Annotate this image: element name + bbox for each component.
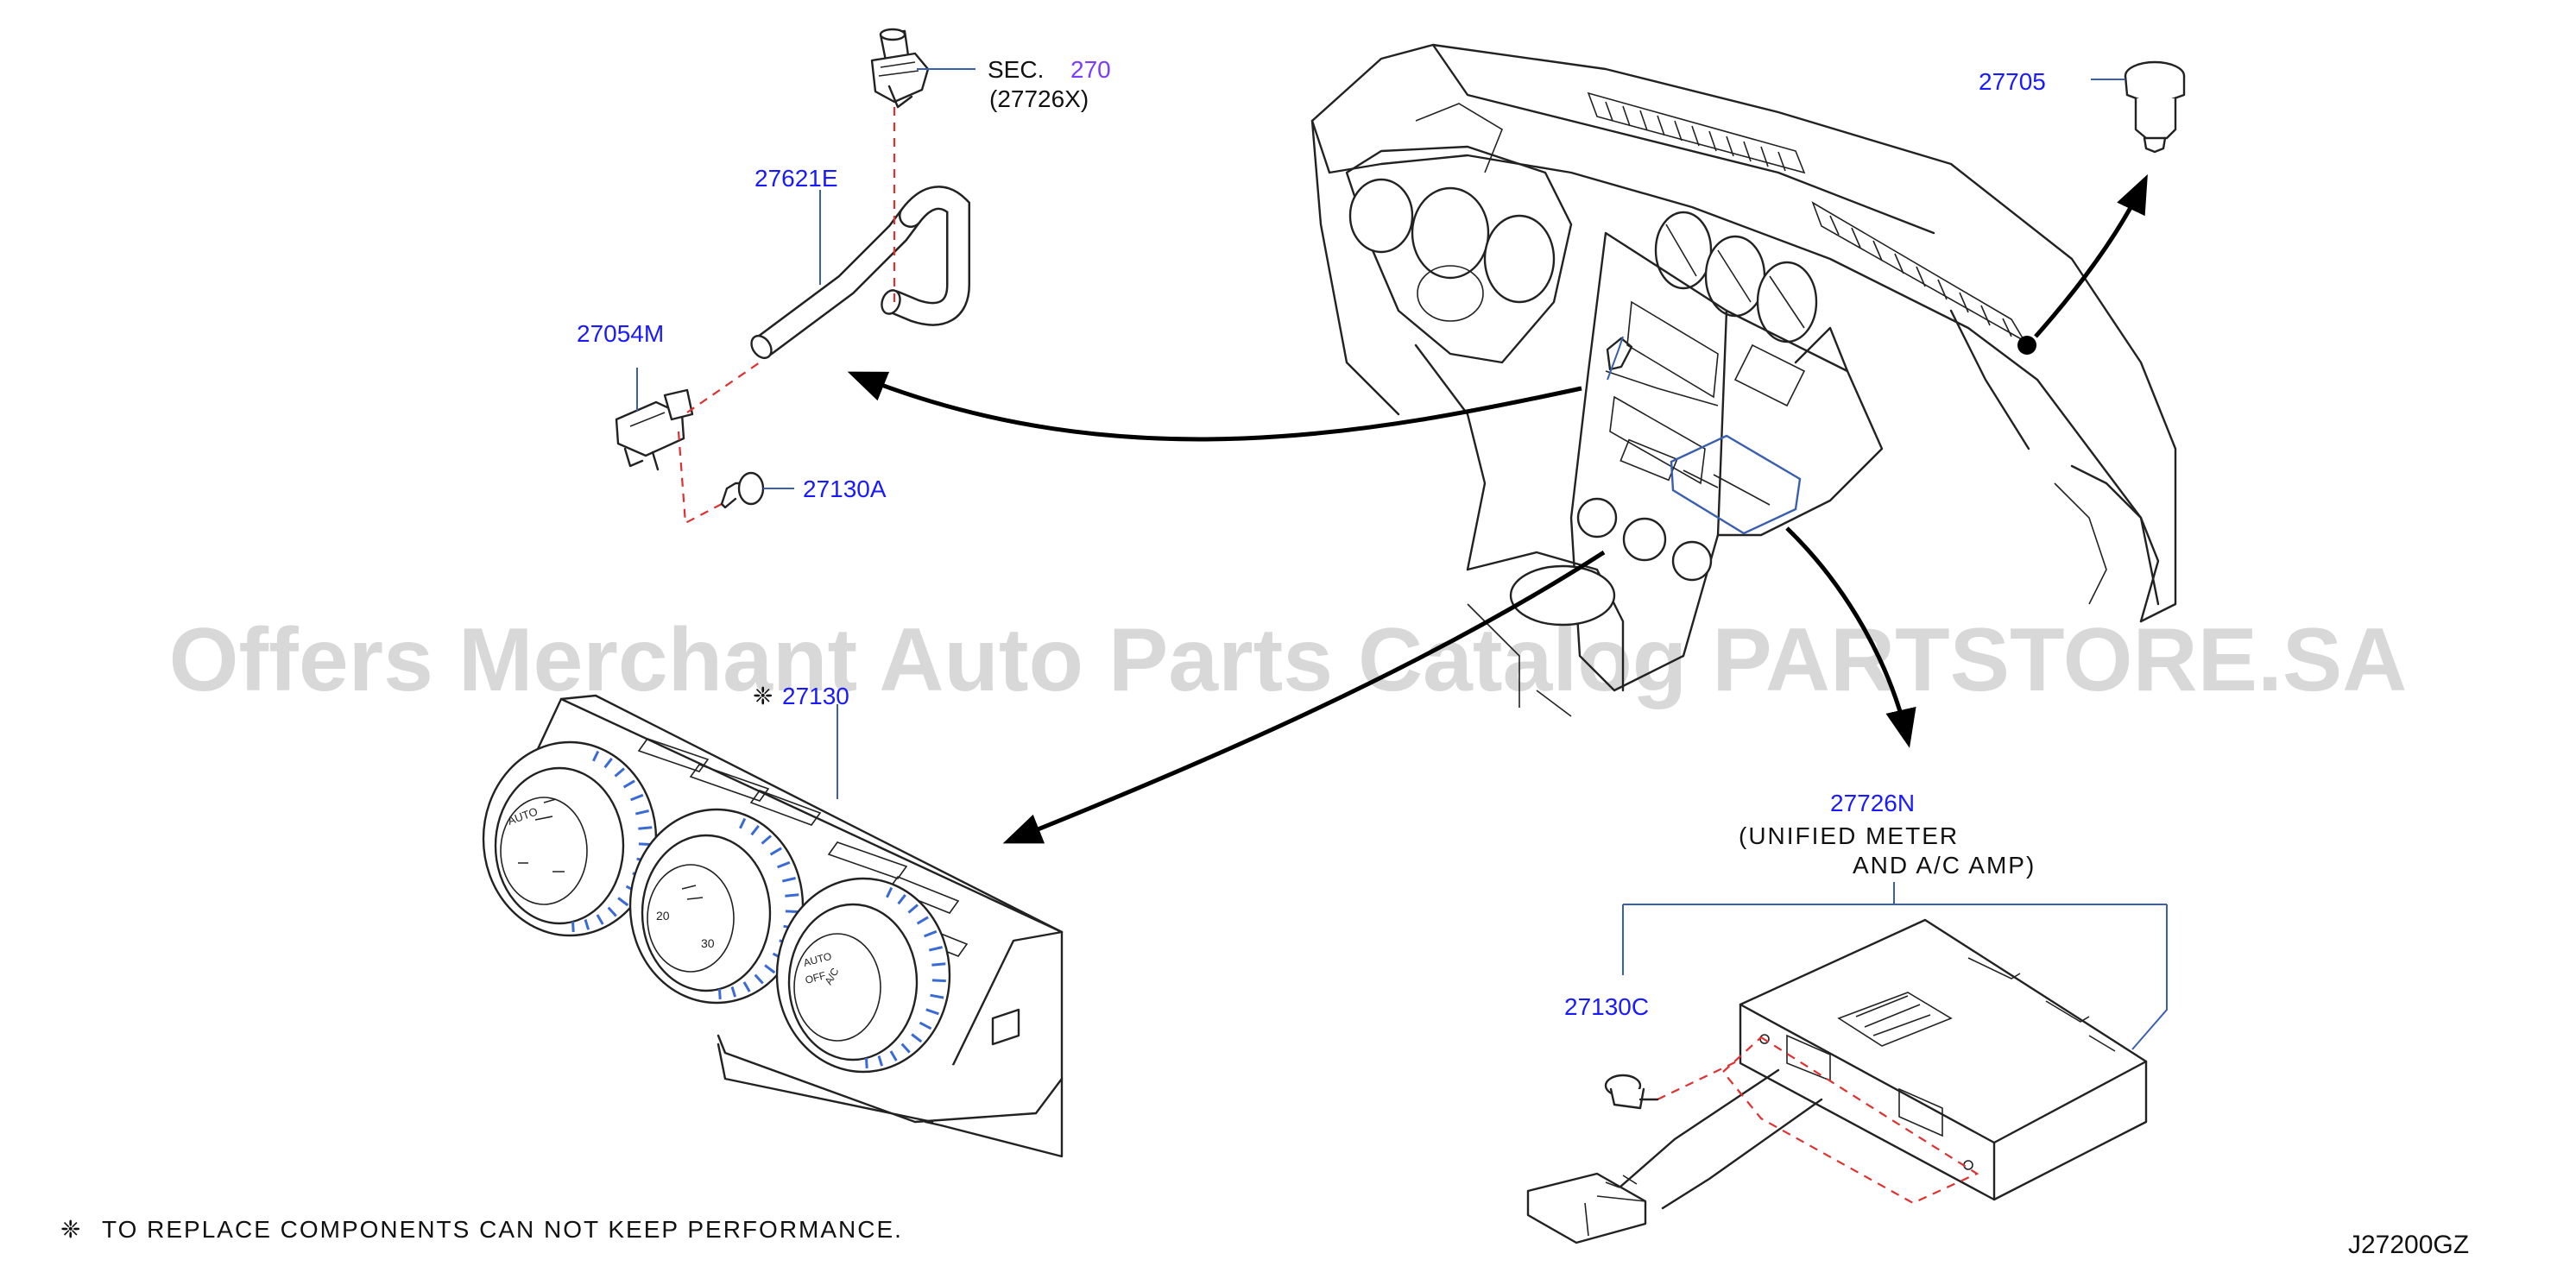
knob-3-tick — [907, 904, 919, 914]
knob-2-tick — [781, 877, 796, 883]
knob-2-tick — [761, 835, 772, 845]
amp-description-line2: AND A/C AMP) — [1853, 852, 2036, 879]
knob-3-tick — [925, 1008, 939, 1016]
control-part-number: 27130 — [782, 683, 849, 709]
knob-3-tick — [889, 1050, 898, 1061]
clip-top-illustration — [2124, 60, 2186, 154]
knob-2-tick — [785, 893, 799, 898]
control-symbol: ❈ — [753, 683, 773, 709]
dashboard-illustration — [1310, 43, 2177, 717]
screw-c-illustration — [1604, 1074, 1659, 1110]
knob-1-tick — [592, 750, 600, 762]
knob-2-tick — [718, 988, 722, 999]
defroster-slats — [1605, 101, 2012, 337]
knob-3-tick — [928, 946, 943, 952]
knob-1-tick — [622, 779, 635, 789]
temperature-high-label: 30 — [701, 936, 715, 950]
knob-2-tick — [764, 964, 776, 974]
clip-top-part-number: 27705 — [1979, 68, 2046, 95]
knob-1-tick — [571, 921, 575, 932]
knob-1-tick — [635, 809, 649, 816]
sec-ref: (27726X) — [989, 85, 1089, 112]
amp-part-number: 27726N — [1830, 790, 1915, 816]
clip-a-illustration — [720, 471, 765, 509]
knob-1-tick — [617, 897, 629, 907]
temperature-knob: 20 30 — [628, 808, 805, 1005]
hose-part-number: 27621E — [754, 165, 838, 192]
knob-1-tick — [630, 793, 644, 802]
knob-3-tick — [924, 929, 938, 938]
amp-location-box — [1670, 434, 1802, 535]
knob-1-tick — [607, 906, 617, 917]
knob-2-tick — [730, 986, 737, 998]
knob-3-tick — [911, 1033, 923, 1043]
knob-3-tick — [877, 1055, 884, 1067]
diagram-code: J27200GZ — [2348, 1231, 2469, 1259]
knob-1-tick — [584, 919, 590, 930]
knob-2-tick — [777, 860, 791, 869]
aspirator-hose-illustration — [750, 186, 970, 360]
watermark: Offers Merchant Auto Parts Catalog PARTS… — [169, 610, 2408, 710]
knob-2-tick — [769, 847, 782, 856]
incar-sensor-illustration — [615, 388, 694, 471]
amp-unit-illustration — [1526, 918, 2148, 1244]
knob-2-tick — [754, 973, 764, 985]
sec-number: 270 — [1070, 56, 1111, 83]
knob-3-tick — [865, 1057, 868, 1068]
knob-1-tick — [638, 826, 653, 830]
knob-2-tick — [750, 824, 760, 836]
knob-3-tick — [931, 979, 946, 983]
temperature-low-label: 20 — [656, 909, 670, 923]
knob-3-tick — [919, 1021, 932, 1030]
aspirator-sensor-illustration — [870, 28, 930, 109]
mode-knob: AUTO — [482, 740, 658, 937]
screw-c-part-number: 27130C — [1564, 993, 1649, 1020]
knob-1-tick — [614, 767, 625, 778]
knob-3-tick — [930, 993, 944, 999]
knob-2-tick — [742, 981, 751, 992]
amp-description-line1: (UNIFIED METER — [1739, 822, 1959, 849]
knob-2-tick — [739, 817, 747, 829]
knob-3-tick — [931, 962, 946, 967]
sensor-part-number: 27054M — [577, 320, 664, 347]
knob-3-tick — [916, 916, 929, 925]
knob-3-tick — [900, 1042, 911, 1054]
fan-knob: AUTO OFF A/C — [775, 877, 951, 1074]
ac-control-illustration: AUTO 20 30 AUTO OFF A/C — [482, 694, 1064, 1158]
knob-1-tick — [603, 757, 613, 769]
location-arrows — [847, 173, 2148, 844]
footnote-text: TO REPLACE COMPONENTS CAN NOT KEEP PERFO… — [102, 1216, 903, 1243]
fan-off-label: OFF — [804, 969, 827, 986]
knob-3-tick — [897, 893, 906, 905]
knob-3-tick — [886, 886, 893, 898]
knob-1-tick — [596, 914, 604, 925]
sec-label: SEC. — [988, 56, 1044, 83]
clip-a-part-number: 27130A — [803, 476, 887, 502]
footnote-symbol: ❈ — [60, 1216, 80, 1243]
clip-location-marker — [2017, 336, 2036, 355]
